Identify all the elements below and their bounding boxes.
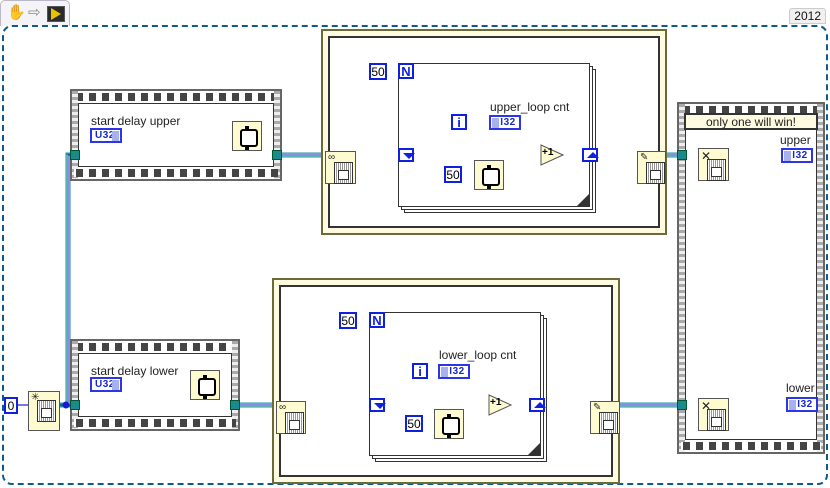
block-diagram-border xyxy=(2,25,828,485)
lower-seq-tunnel-in xyxy=(70,400,80,410)
result-tunnel-lower xyxy=(677,400,687,410)
lower-wait-constant[interactable]: 50 xyxy=(405,415,423,432)
lower-release-notifier-node[interactable]: ✕ xyxy=(698,398,729,431)
lower-wait-node[interactable] xyxy=(434,409,464,439)
upper-send-notification-node[interactable]: ✎ xyxy=(637,151,666,184)
upper-seq-tunnel-out xyxy=(272,150,282,160)
upper-wait-constant[interactable]: 50 xyxy=(444,166,462,183)
upper-i-terminal: i xyxy=(451,114,467,130)
lower-count-constant[interactable]: 50 xyxy=(339,312,357,329)
lower-indicator-label: lower_loop cnt xyxy=(439,348,517,362)
upper-wait-node[interactable] xyxy=(474,160,504,190)
upper-indicator-label: upper_loop cnt xyxy=(490,100,570,114)
lower-delay-label: start delay lower xyxy=(91,364,179,378)
toolbar-tab: ✋ ⇨ xyxy=(0,0,70,26)
lower-seq-tunnel-out xyxy=(230,400,240,410)
increment-triangle xyxy=(488,394,513,416)
lower-result-label: lower xyxy=(786,381,815,395)
upper-shift-register-left xyxy=(398,148,415,162)
increment-triangle xyxy=(540,144,565,166)
glasses-icon: ∞ xyxy=(328,152,336,163)
lower-delay-wait-node[interactable] xyxy=(190,370,220,400)
result-tunnel-upper xyxy=(677,150,687,160)
create-notifier-node[interactable]: ✳ xyxy=(28,391,60,431)
upper-count-constant[interactable]: 50 xyxy=(369,63,387,80)
notifier-file-icon xyxy=(599,412,618,434)
close-x-icon: ✕ xyxy=(701,399,712,413)
arrow-right-icon[interactable]: ⇨ xyxy=(28,4,41,21)
upper-seq-tunnel-in xyxy=(70,150,80,160)
watch-icon xyxy=(482,165,500,189)
result-frame-title: only one will win! xyxy=(684,113,818,130)
lower-wait-on-notification-node[interactable]: ∞ xyxy=(276,401,306,434)
notifier-file-icon xyxy=(285,412,304,434)
upper-delay-control[interactable]: U32 xyxy=(90,128,122,143)
upper-delay-label: start delay upper xyxy=(91,114,181,128)
lower-delay-control[interactable]: U32 xyxy=(90,377,122,392)
watch-icon xyxy=(442,414,460,438)
wire-junction xyxy=(62,401,70,409)
notifier-file-icon xyxy=(707,159,726,181)
lower-send-notification-node[interactable]: ✎ xyxy=(590,401,620,434)
glasses-icon: ∞ xyxy=(279,402,287,413)
upper-increment-node[interactable]: +1 xyxy=(540,144,565,171)
upper-result-label: upper xyxy=(780,133,811,147)
lower-loop-cnt-indicator[interactable]: I32 xyxy=(438,364,470,379)
pencil-icon: ✎ xyxy=(593,402,602,413)
create-sparkle-icon: ✳ xyxy=(31,392,40,403)
lower-result-indicator[interactable]: I32 xyxy=(786,397,818,412)
upper-shift-register-right xyxy=(582,148,599,162)
upper-release-notifier-node[interactable]: ✕ xyxy=(698,148,729,181)
upper-delay-wait-node[interactable] xyxy=(232,121,262,151)
watch-icon xyxy=(198,375,216,399)
init-constant[interactable]: 0 xyxy=(4,397,18,414)
notifier-file-icon xyxy=(37,400,56,422)
vi-block-icon[interactable] xyxy=(47,6,65,22)
notifier-file-icon xyxy=(646,162,665,184)
notifier-file-icon xyxy=(334,162,353,184)
upper-loop-cnt-indicator[interactable]: I32 xyxy=(489,115,521,130)
notifier-file-icon xyxy=(707,409,726,431)
upper-n-terminal: N xyxy=(398,63,414,79)
close-x-icon: ✕ xyxy=(701,149,712,163)
lower-i-terminal: i xyxy=(412,363,428,379)
lower-shift-register-left xyxy=(369,398,386,412)
lower-n-terminal: N xyxy=(369,312,385,328)
version-tag: 2012 xyxy=(789,8,826,24)
upper-wait-on-notification-node[interactable]: ∞ xyxy=(325,151,356,184)
upper-result-indicator[interactable]: I32 xyxy=(781,148,813,163)
lower-increment-node[interactable]: +1 xyxy=(488,394,513,421)
lower-shift-register-right xyxy=(529,398,546,412)
pencil-icon: ✎ xyxy=(640,152,649,163)
watch-icon xyxy=(240,126,258,150)
hand-tool-icon[interactable]: ✋ xyxy=(7,4,26,21)
